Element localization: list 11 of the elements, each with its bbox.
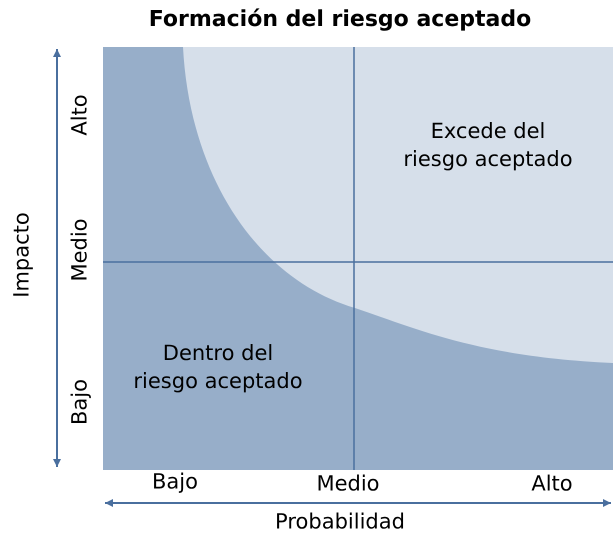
tick-label: Alto xyxy=(531,474,573,494)
tick-label: Bajo xyxy=(70,379,90,425)
tick-label: Bajo xyxy=(152,472,198,492)
tick-label: Medio xyxy=(70,218,90,282)
axis-title: Impacto xyxy=(12,212,32,298)
region-label: Dentro del riesgo aceptado xyxy=(133,340,303,396)
tick-label: Alto xyxy=(70,94,90,136)
chart-title: Formación del riesgo aceptado xyxy=(148,9,532,31)
axis-title: Probabilidad xyxy=(275,512,405,532)
tick-label: Medio xyxy=(316,474,380,494)
region-label: Excede del riesgo aceptado xyxy=(402,118,574,174)
